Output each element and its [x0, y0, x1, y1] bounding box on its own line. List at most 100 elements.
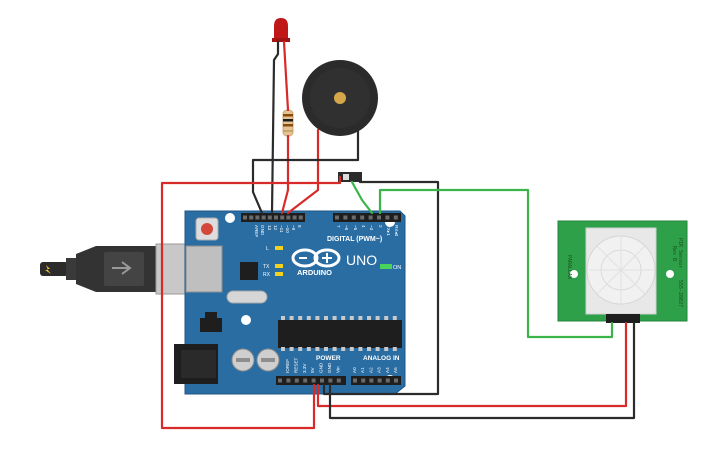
header-pin[interactable]	[336, 378, 341, 383]
wire-pir-power[interactable]	[316, 321, 628, 408]
wire-buzzer-negative[interactable]	[251, 128, 360, 215]
header-pin[interactable]	[255, 215, 260, 220]
chip-pin	[358, 316, 363, 320]
pin-label: 7	[336, 225, 341, 228]
chip-pin	[306, 316, 311, 320]
voltage-regulator	[200, 318, 222, 332]
header-pin[interactable]	[377, 215, 381, 220]
pin-label: ~11	[279, 225, 284, 233]
wires	[160, 40, 636, 430]
wire-buzzer-positive[interactable]	[286, 128, 320, 215]
digital-header-label: DIGITAL (PWM~)	[327, 236, 382, 243]
header-pin[interactable]	[286, 378, 291, 383]
mounting-hole	[225, 213, 235, 223]
header-pin[interactable]	[360, 215, 365, 220]
wire-resistor-to-pin13[interactable]	[280, 134, 290, 215]
pin-label: 8	[297, 225, 302, 228]
chip-pin	[375, 316, 380, 320]
pin-label: GND	[260, 225, 265, 236]
header-pin[interactable]	[361, 378, 366, 383]
header-pin[interactable]	[353, 378, 357, 383]
header-pin[interactable]	[292, 215, 297, 220]
header-pin[interactable]	[298, 215, 303, 220]
header-pin[interactable]	[393, 215, 398, 220]
header-pin[interactable]	[303, 378, 308, 383]
header-pin[interactable]	[377, 378, 382, 383]
digital-header-left	[241, 213, 305, 222]
pin-label: ~6	[344, 225, 349, 231]
chip-pin	[324, 347, 328, 351]
pir-header	[606, 314, 640, 323]
slide-switch[interactable]	[338, 172, 362, 182]
chip-pin	[289, 316, 294, 320]
on-label: ON	[393, 265, 401, 271]
pin-label: RX◂0	[394, 225, 399, 237]
header-pin[interactable]	[261, 215, 266, 220]
chip-pin	[349, 316, 354, 320]
wire-pir-signal[interactable]	[378, 188, 614, 339]
pir-right-label-2: Rev B	[671, 246, 677, 261]
header-pin[interactable]	[351, 215, 356, 220]
chip-pin	[289, 347, 294, 351]
wire-5v-to-switch[interactable]	[160, 175, 342, 430]
pin-label: ~9	[291, 225, 296, 231]
header-pin[interactable]	[369, 378, 374, 383]
header-pin[interactable]	[385, 215, 390, 220]
wire-switch-to-gnd[interactable]	[322, 180, 440, 396]
wire-pir-gnd[interactable]	[328, 321, 636, 420]
usb-port	[185, 245, 223, 293]
pir-left-label: PARALLAX	[566, 255, 572, 279]
mounting-hole	[241, 315, 251, 325]
pin-label: 12	[273, 225, 278, 231]
red-led[interactable]	[272, 18, 290, 42]
chip-pin	[384, 347, 389, 351]
led-tx	[275, 264, 283, 268]
header-pin[interactable]	[280, 215, 285, 220]
chip-pin	[281, 316, 285, 320]
header-pin[interactable]	[274, 215, 278, 220]
header-pin[interactable]	[311, 378, 316, 383]
led-rx-label: RX	[263, 272, 271, 278]
header-pin[interactable]	[243, 215, 247, 220]
header-pin[interactable]	[335, 215, 339, 220]
chip-pin	[349, 347, 354, 351]
header-pin[interactable]	[320, 378, 324, 383]
arduino-infinity-logo-icon	[291, 248, 341, 268]
pin-label: Vin	[335, 366, 340, 373]
chip-pin	[367, 347, 371, 351]
chip-pin	[392, 347, 397, 351]
header-pin[interactable]	[328, 378, 333, 383]
header-pin[interactable]	[368, 215, 373, 220]
pin-label: ~3	[369, 225, 374, 231]
header-pin[interactable]	[343, 215, 348, 220]
reset-button-icon[interactable]	[195, 217, 219, 241]
power-jack-icon	[174, 344, 218, 384]
header-pin[interactable]	[249, 215, 254, 220]
chip-pin	[315, 316, 320, 320]
header-pin[interactable]	[278, 378, 282, 383]
led-l-label: L	[266, 246, 269, 252]
header-pin[interactable]	[394, 378, 398, 383]
pir-right-label-3: 555-28027	[677, 280, 683, 307]
chip-pin	[375, 347, 380, 351]
wire-led-cathode[interactable]	[270, 40, 280, 215]
header-pin[interactable]	[294, 378, 299, 383]
resistor[interactable]	[282, 109, 294, 137]
on-led	[380, 264, 392, 269]
piezo-buzzer[interactable]	[302, 60, 378, 136]
chip-pin	[298, 316, 303, 320]
wire-switch-to-pin3[interactable]	[350, 180, 374, 215]
header-pin[interactable]	[286, 215, 291, 220]
pin-label: A4	[385, 367, 390, 373]
pir-sensor[interactable]: PARALLAX PIR Sensor Rev B 555-28027	[557, 220, 688, 323]
header-pin[interactable]	[267, 215, 272, 220]
pin-label: AREF	[254, 225, 259, 237]
pin-label: ~10	[285, 225, 290, 233]
header-pin[interactable]	[385, 378, 390, 383]
pin-label: IOREF	[285, 359, 290, 373]
wire-led-anode[interactable]	[282, 40, 290, 112]
chip-pin	[332, 316, 337, 320]
usb-cable-icon[interactable]	[40, 243, 187, 295]
